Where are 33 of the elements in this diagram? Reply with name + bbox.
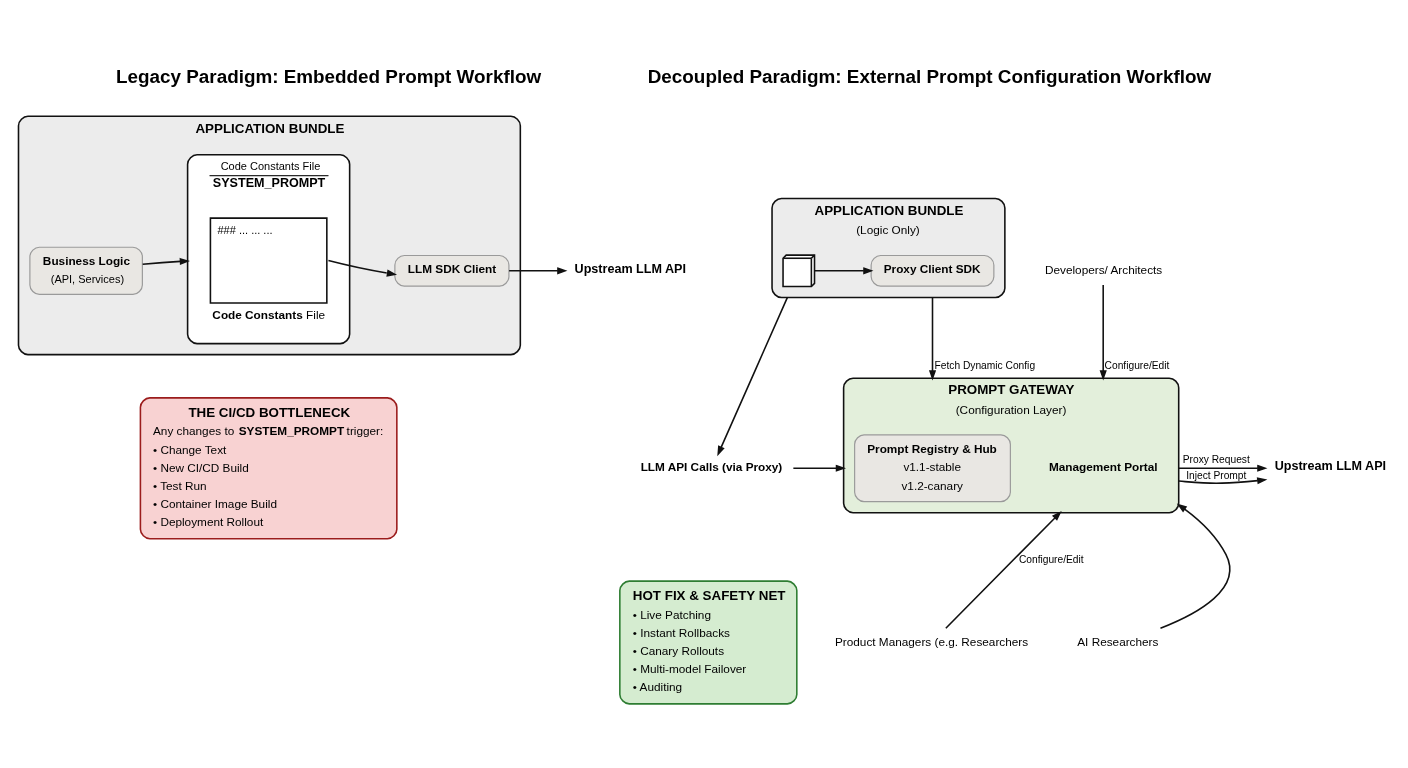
node-box: Business Logic (API, Services) bbox=[29, 246, 143, 295]
arrow bbox=[813, 266, 874, 274]
edge-label: Fetch Dynamic Config bbox=[934, 359, 1036, 371]
node-text: Upstream LLM API bbox=[1274, 458, 1387, 473]
label: Decoupled Paradigm: External Prompt Configuration Workflow bbox=[647, 65, 1212, 87]
node-label: Code Constants File bbox=[212, 307, 326, 321]
arrow bbox=[1177, 464, 1268, 472]
node-box: Proxy Client SDK bbox=[870, 254, 995, 287]
arrow bbox=[792, 464, 846, 472]
node-box: HOT FIX & SAFETY NET • Live Patching • Instant Rollbacks • Canary Rollouts • Multi-model Failover • Auditing bbox=[619, 579, 798, 705]
node-box: LLM SDK Client bbox=[394, 254, 510, 287]
node-box: THE CI/CD BOTTLENECK Any changes to SYSTEM_PROMPT trigger: • Change Text • New CI/CD Build • Test Run • Container Image Build • Deployment Rollout bbox=[139, 396, 398, 539]
arrow bbox=[327, 259, 398, 277]
arrow bbox=[1177, 476, 1268, 484]
node-text: Management Portal bbox=[1048, 459, 1158, 473]
arrow bbox=[141, 257, 190, 265]
arrow bbox=[1159, 503, 1231, 629]
arrow bbox=[928, 296, 937, 381]
node-text: Product Managers (e.g. Researchers bbox=[834, 634, 1029, 648]
arrow bbox=[945, 510, 1062, 629]
edge-label: Inject Prompt bbox=[1186, 469, 1247, 481]
label: Legacy Paradigm: Embedded Prompt Workflow bbox=[116, 65, 542, 87]
node-text: Developers/ Architects bbox=[1044, 262, 1163, 276]
edge-label: Configure/Edit bbox=[1018, 553, 1084, 565]
node-text: AI Researchers bbox=[1077, 634, 1159, 648]
arrow bbox=[717, 296, 789, 456]
arrow bbox=[508, 266, 568, 274]
arrow bbox=[1099, 283, 1107, 381]
edge-label: Configure/Edit bbox=[1104, 359, 1170, 371]
node-text: Upstream LLM API bbox=[574, 261, 686, 276]
edge-label: Proxy Request bbox=[1182, 453, 1250, 465]
node-text: LLM API Calls (via Proxy) bbox=[640, 459, 783, 473]
node-box: Prompt Registry & Hub v1.1-stable v1.2-canary bbox=[854, 433, 1011, 502]
